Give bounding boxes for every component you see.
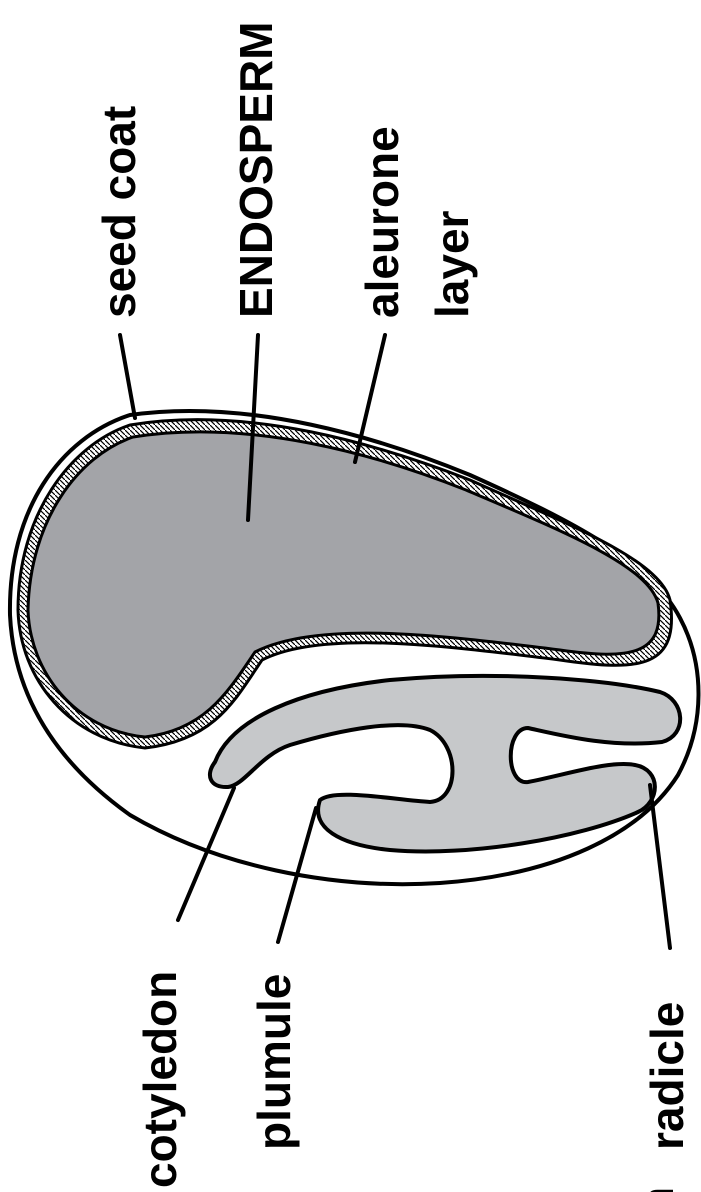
cut-off-text-fragment: n [631,1187,683,1192]
aleurone-label-line1: aleurone [356,126,408,318]
seed-coat-label: seed coat [93,106,145,318]
plumule-label: plumule [248,974,300,1150]
radicle-label: radicle [641,1002,693,1150]
aleurone-label-line2: layer [426,210,478,318]
seed-coat-leader-line [120,335,135,418]
endosperm-label: ENDOSPERM [230,22,282,318]
radicle-leader-line [650,785,670,948]
cotyledon-label: cotyledon [134,971,186,1188]
